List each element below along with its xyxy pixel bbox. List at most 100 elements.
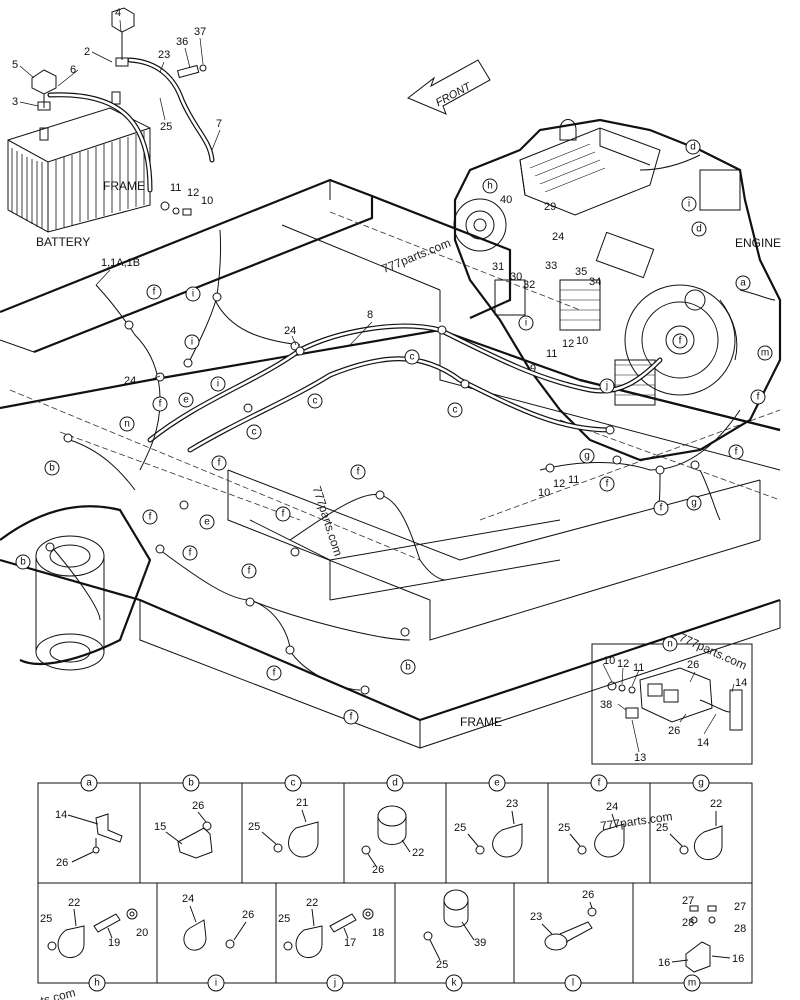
part-label: 11: [568, 474, 579, 486]
svg-text:b: b: [49, 463, 55, 474]
svg-text:c: c: [252, 427, 257, 438]
part-label: 31: [492, 261, 504, 273]
svg-text:22: 22: [306, 897, 318, 909]
cell-k: 39 25: [423, 889, 486, 971]
harness-part-labels: 8 24 24 10 12 11 1,1A,1B FRAME: [95, 257, 579, 729]
part-label: 36: [176, 36, 188, 48]
part-label: 9: [530, 363, 536, 375]
cell-a: 14 26: [55, 809, 123, 869]
callout-f: f: [343, 709, 359, 725]
svg-text:25: 25: [248, 821, 260, 833]
callout-d: d: [691, 221, 707, 237]
callout-b: b: [44, 460, 60, 476]
svg-text:c: c: [410, 352, 415, 363]
callout-f: f: [142, 509, 158, 525]
svg-text:f: f: [660, 503, 663, 514]
svg-text:l: l: [572, 978, 574, 989]
part-label: 5: [12, 59, 18, 71]
svg-text:f: f: [598, 778, 601, 789]
part-label: 24: [552, 231, 564, 243]
svg-text:25: 25: [454, 822, 466, 834]
svg-text:27: 27: [682, 895, 694, 907]
part-label: 26: [687, 659, 699, 671]
svg-text:g: g: [584, 451, 590, 462]
svg-text:f: f: [248, 566, 251, 577]
callout-c: c: [246, 424, 262, 440]
cell-h: 22 25 19 20: [40, 897, 148, 959]
callout-f: f: [350, 464, 366, 480]
cell-l: 26 23: [530, 889, 597, 951]
callout-e: e: [178, 392, 194, 408]
callout-f: f: [211, 455, 227, 471]
svg-text:f: f: [153, 287, 156, 298]
svg-text:g: g: [698, 778, 704, 789]
callout-i: i: [210, 376, 226, 392]
part-label: 10: [576, 335, 588, 347]
part-label: 14: [697, 737, 709, 749]
battery-part-labels: 4 2 36 37 5 6 23 3 25 7 11 12 10 FRAME B…: [12, 7, 222, 249]
svg-text:f: f: [350, 712, 353, 723]
callout-f: f: [728, 444, 744, 460]
engine-illustration: [453, 118, 782, 462]
svg-text:c: c: [313, 396, 318, 407]
svg-text:j: j: [333, 978, 336, 989]
part-label: 7: [216, 118, 222, 130]
part-label: 34: [589, 276, 601, 288]
svg-text:i: i: [215, 978, 217, 989]
part-label: 37: [194, 26, 206, 38]
svg-text:i: i: [192, 289, 194, 300]
part-label: 12: [187, 187, 199, 199]
cell-b: 26 15: [154, 800, 213, 859]
callout-i: i: [518, 315, 534, 331]
svg-text:25: 25: [558, 822, 570, 834]
svg-text:i: i: [688, 199, 690, 210]
svg-text:h: h: [487, 181, 493, 192]
part-label: 11: [633, 662, 644, 674]
engine-part-labels: 40 29 31 30 24 33 35 34 32 11 12 10 9 EN…: [492, 194, 781, 375]
svg-text:n: n: [667, 639, 673, 650]
svg-text:d: d: [392, 778, 398, 789]
svg-text:24: 24: [606, 801, 618, 813]
svg-text:24: 24: [182, 893, 194, 905]
cell-f: 24 25: [558, 801, 625, 858]
part-label: 2: [84, 46, 90, 58]
callout-f: f: [146, 284, 162, 300]
svg-text:17: 17: [344, 937, 356, 949]
cell-g: 22 25: [656, 798, 723, 861]
callout-g: g: [579, 448, 595, 464]
callout-a: a: [735, 275, 751, 291]
svg-text:n: n: [124, 419, 130, 430]
detail-table: a b c d e f g h i j k l m 14 26: [37, 774, 753, 992]
callout-f: f: [653, 500, 669, 516]
part-label: 12: [553, 478, 565, 490]
part-label: 25: [160, 121, 172, 133]
cell-j: 22 25 17 18: [278, 897, 384, 959]
wire-harnesses: [45, 154, 776, 695]
part-label: 12: [562, 338, 574, 350]
svg-text:g: g: [691, 498, 697, 509]
cell-m: 27 27 28 28 16 16: [658, 895, 746, 973]
part-label: 6: [70, 64, 76, 76]
svg-text:c: c: [453, 405, 458, 416]
svg-text:22: 22: [68, 897, 80, 909]
svg-text:m: m: [688, 978, 696, 989]
inset-n: n 10 12 11 26 14 38 26 14 13: [591, 636, 753, 765]
svg-text:i: i: [525, 318, 527, 329]
callout-f: f: [266, 665, 282, 681]
callout-c: c: [307, 393, 323, 409]
svg-text:f: f: [757, 392, 760, 403]
part-label: 35: [575, 266, 587, 278]
callout-i: i: [185, 286, 201, 302]
front-label: FRONT: [434, 80, 474, 109]
cell-c: 21 25: [248, 797, 319, 858]
svg-text:28: 28: [682, 917, 694, 929]
svg-text:25: 25: [436, 959, 448, 971]
svg-text:25: 25: [40, 913, 52, 925]
svg-text:22: 22: [710, 798, 722, 810]
cell-d: 22 26: [361, 805, 424, 876]
front-arrow: FRONT: [407, 59, 491, 115]
battery-label: BATTERY: [36, 235, 90, 249]
svg-text:16: 16: [658, 957, 670, 969]
callout-j: j: [599, 378, 615, 394]
